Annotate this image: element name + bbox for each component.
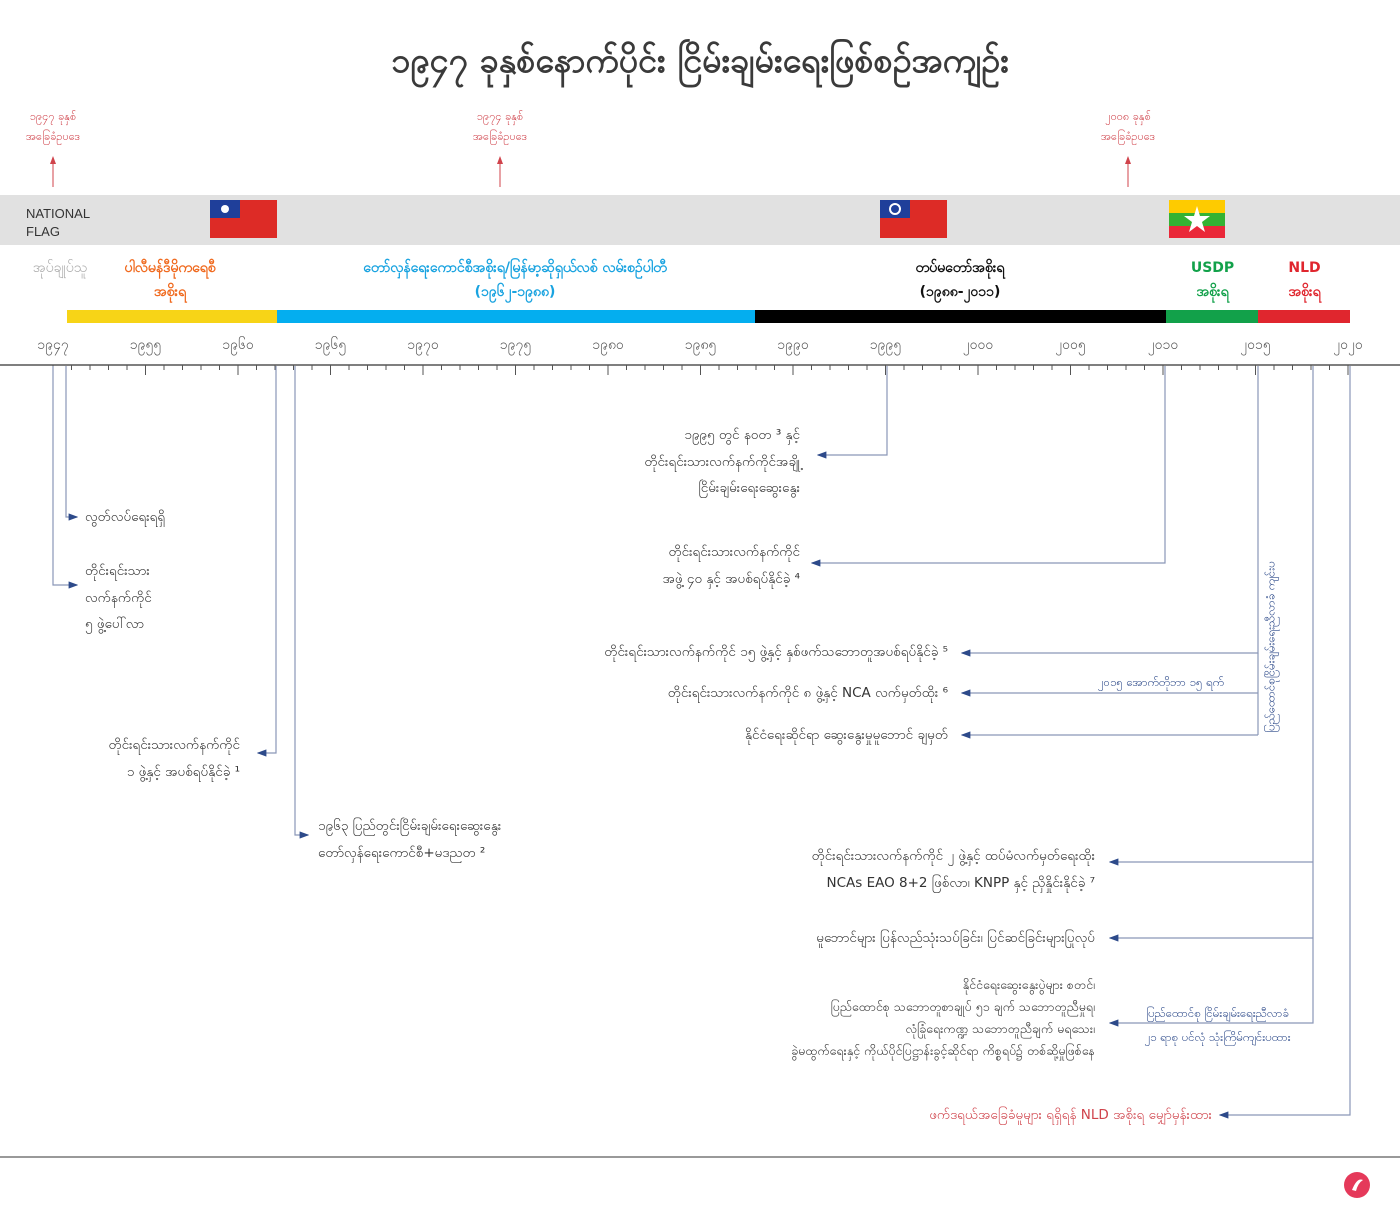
- event-line: ပြည်ထောင်စု သဘောတူစာချုပ် ၅၁ ချက် သဘောတူ…: [830, 999, 1095, 1014]
- event-framework: နိုင်ငံရေးဆိုင်ရာ ဆွေးနွေးမှုမူဘောင် ချမ…: [745, 722, 948, 749]
- year-label: ၁၉၆၅: [314, 337, 347, 353]
- constitution-year: ၁၉၄၇ ခုနှစ်: [29, 110, 77, 123]
- constitution-year: ၁၉၇၄ ခုနှစ်: [476, 110, 524, 123]
- event-line: လုံခြုံရေးကဏ္ဍ သဘောတူညီချက် မရသေး၊: [905, 1021, 1095, 1036]
- constitution-1947: ၁၉၄၇ ခုနှစ် အခြေခံဥပဒေ: [0, 107, 113, 147]
- period-bar-military: [755, 310, 1166, 323]
- event-line: မူဘောင်များ ပြန်လည်သုံးသပ်ခြင်း၊ ပြင်ဆင်…: [816, 930, 1095, 946]
- era-line: အစိုးရ: [1196, 284, 1229, 300]
- flag-label-line: NATIONAL: [26, 206, 91, 221]
- era-usdp: USDP အစိုးရ: [1170, 256, 1255, 304]
- year-label: ၂၀၀၅: [1055, 337, 1086, 353]
- event-nca-8: တိုင်းရင်းသားလက်နက်ကိုင် ၈ ဖွဲ့နှင့် NCA…: [668, 680, 948, 707]
- event-line: တိုင်းရင်းသားလက်နက်ကိုင်: [108, 737, 240, 753]
- period-bar-revolutionary: [277, 310, 755, 323]
- era-nld: NLD အစိုးရ: [1262, 256, 1347, 304]
- event-line: ၁၉၆၃ ပြည်တွင်းငြိမ်းချမ်းရေးဆွေးနွေး: [318, 818, 502, 834]
- event-political-dialogues: နိုင်ငံရေးဆွေးနွေးပွဲများ စတင်၊ပြည်ထောင်…: [791, 974, 1095, 1062]
- note-21st-century-panglong: ပြည်ထောင်စု ငြိမ်းချမ်းရေးညီလာခံ၂၁ ရာစု …: [1135, 1001, 1300, 1049]
- event-line: တိုင်းရင်းသားလက်နက်ကိုင်အချို့: [644, 453, 800, 470]
- event-40-ceasefires: တိုင်းရင်းသားလက်နက်ကိုင်အဖွဲ့ ၄၀ နှင့် အ…: [662, 539, 800, 592]
- event-line: လက်နက်ကိုင်: [85, 589, 152, 606]
- year-label: ၁၉၅၅: [129, 337, 162, 353]
- event-line: နိုင်ငံရေးဆိုင်ရာ ဆွေးနွေးမှုမူဘောင် ချမ…: [744, 727, 948, 743]
- era-line: (၁၉၈၈-၂၀၁၁): [919, 284, 1001, 300]
- era-line: အစိုးရ: [1288, 284, 1321, 300]
- publisher-logo-icon: [1344, 1172, 1370, 1198]
- page-title: ၁၉၄၇ ခုနှစ်နောက်ပိုင်း ငြိမ်းချမ်းရေးဖြစ…: [391, 41, 1009, 81]
- period-bar-parliamentary: [67, 310, 277, 323]
- note-line: ပြည်ထောင်စု ငြိမ်းချမ်းရေးညီလာခံ: [1146, 1006, 1289, 1020]
- year-label: ၁၉၈၅: [684, 337, 717, 353]
- event-line: နိုင်ငံရေးဆွေးနွေးပွဲများ စတင်၊: [962, 977, 1095, 992]
- year-label: ၂၀၁၅: [1240, 337, 1271, 353]
- note-line: ၂၁ ရာစု ပင်လုံ သုံးကြိမ်ကျင်းပထား: [1144, 1030, 1291, 1044]
- year-label: ၁၉၄၇: [37, 337, 69, 353]
- era-line: USDP: [1190, 260, 1235, 276]
- year-label: ၁၉၈၀: [592, 337, 624, 353]
- note-conference-vertical: ပြည်ထောင်စုငြိမ်းချမ်းရေးညီလာခံ ကျင်းပ: [1263, 561, 1278, 733]
- year-label: ၁၉၉၀: [777, 337, 809, 353]
- flag-1948-icon: [210, 200, 277, 238]
- constitution-label: အခြေခံဥပဒေ: [25, 130, 81, 143]
- event-nca-8-plus-2: တိုင်းရင်းသားလက်နက်ကိုင် ၂ ဖွဲ့နှင့် ထပ်…: [812, 843, 1095, 896]
- event-line: တော်လှန်ရေးကောင်စီ+မဒညတ ²: [318, 844, 486, 861]
- constitution-arrows: [50, 156, 1131, 187]
- note-date-2015: ၂၀၁၅ အောက်တိုဘာ ၁၅ ရက်: [1097, 675, 1224, 689]
- period-bar-nld: [1258, 310, 1350, 323]
- constitution-year: ၂၀၀၈ ခုနှစ်: [1105, 110, 1151, 123]
- era-line: ပါလီမန်ဒီမိုကရေစီ: [124, 260, 216, 276]
- constitution-label: အခြေခံဥပဒေ: [1100, 130, 1156, 143]
- event-line: ငြိမ်းချမ်းရေးဆွေးနွေး: [698, 480, 800, 496]
- event-framework-review: မူဘောင်များ ပြန်လည်သုံးသပ်ခြင်း၊ ပြင်ဆင်…: [816, 925, 1095, 952]
- era-line: NLD: [1288, 260, 1321, 276]
- event-line: တိုင်းရင်းသားလက်နက်ကိုင်: [668, 544, 800, 560]
- event-line: တိုင်းရင်းသားလက်နက်ကိုင် ၂ ဖွဲ့နှင့် ထပ်…: [811, 848, 1095, 864]
- event-line: NCAs EAO 8+2 ဖြစ်လာ၊ KNPP နှင့် ညှိနှိုင…: [826, 874, 1096, 891]
- event-line: ဖက်ဒရယ်အခြေခံမူများ ရရှိရန် NLD အစိုးရ မ…: [929, 1107, 1212, 1123]
- event-line: တိုင်းရင်းသား: [85, 563, 150, 579]
- era-revolutionary-council: တော်လှန်ရေးကောင်စီအစိုးရ/မြန်မာ့ဆိုရှယ်လ…: [290, 256, 740, 304]
- event-line: ၅ ဖွဲ့ပေါ်လာ: [85, 616, 144, 632]
- event-armed-groups-emerge: တိုင်းရင်းသားလက်နက်ကိုင်၅ ဖွဲ့ပေါ်လာ: [85, 558, 152, 638]
- event-nld-federal-goal: ဖက်ဒရယ်အခြေခံမူများ ရရှိရန် NLD အစိုးရ မ…: [929, 1102, 1212, 1129]
- event-15-bilateral: တိုင်းရင်းသားလက်နက်ကိုင် ၁၅ ဖွဲ့နှင့် နှ…: [604, 639, 948, 666]
- year-label: ၁၉၉၅: [869, 337, 902, 353]
- year-label: ၂၀၂၀: [1333, 337, 1363, 353]
- event-line: ၁၉၉၅ တွင် နဝတ ³ နှင့်: [684, 427, 800, 443]
- event-1963-talks: ၁၉၆၃ ပြည်တွင်းငြိမ်းချမ်းရေးဆွေးနွေးတော်…: [318, 813, 501, 866]
- year-label: ၁၉၇၅: [499, 337, 532, 353]
- constitution-label: အခြေခံဥပဒေ: [472, 130, 528, 143]
- event-line: တိုင်းရင်းသားလက်နက်ကိုင် ၁၅ ဖွဲ့နှင့် နှ…: [604, 644, 948, 660]
- constitution-2008: ၂၀၀၈ ခုနှစ် အခြေခံဥပဒေ: [1068, 107, 1188, 147]
- flag-2010-icon: [1169, 200, 1225, 238]
- event-independence: လွတ်လပ်ရေးရရှိ: [85, 504, 165, 531]
- year-label: ၁၉၇၀: [407, 337, 439, 353]
- flag-label-line: FLAG: [26, 224, 60, 239]
- constitution-1974: ၁၉၇၄ ခုနှစ် အခြေခံဥပဒေ: [440, 107, 560, 147]
- event-line: ခွဲမထွက်ရေးနှင့် ကိုယ်ပိုင်ပြဋ္ဌာန်းခွင့…: [791, 1043, 1095, 1058]
- event-line: ၁ ဖွဲ့နှင့် အပစ်ရပ်နိုင်ခဲ့ ¹: [126, 763, 240, 780]
- year-label: ၂၀၀၀: [962, 337, 994, 353]
- national-flag-label: NATIONAL FLAG: [26, 205, 90, 241]
- era-ruler-label: အုပ်ချုပ်သူ: [10, 256, 110, 280]
- period-bar-usdp: [1166, 310, 1258, 323]
- event-line: လွတ်လပ်ရေးရရှိ: [85, 509, 166, 525]
- event-line: တိုင်းရင်းသားလက်နက်ကိုင် ၈ ဖွဲ့နှင့် NCA…: [667, 685, 948, 701]
- era-parliamentary: ပါလီမန်ဒီမိုကရေစီအစိုးရ: [90, 256, 250, 304]
- year-label: ၁၉၆၀: [222, 337, 254, 353]
- event-line: အဖွဲ့ ၄၀ နှင့် အပစ်ရပ်နိုင်ခဲ့ ⁴: [662, 570, 800, 587]
- event-1995-talks: ၁၉၉၅ တွင် နဝတ ³ နှင့်တိုင်းရင်းသားလက်နက်…: [644, 422, 800, 502]
- era-line: အုပ်ချုပ်သူ: [32, 260, 88, 276]
- event-first-ceasefire: တိုင်းရင်းသားလက်နက်ကိုင်၁ ဖွဲ့နှင့် အပစ်…: [108, 732, 240, 785]
- era-line: အစိုးရ: [153, 284, 187, 300]
- era-line: တပ်မတော်အစိုးရ: [915, 260, 1005, 276]
- flag-1974-icon: [880, 200, 947, 238]
- era-line: (၁၉၆၂-၁၉၈၈): [474, 284, 556, 300]
- year-label: ၂၀၁၀: [1147, 337, 1179, 353]
- era-military: တပ်မတော်အစိုးရ (၁၉၈၈-၂၀၁၁): [860, 256, 1060, 304]
- era-line: တော်လှန်ရေးကောင်စီအစိုးရ/မြန်မာ့ဆိုရှယ်လ…: [363, 260, 667, 276]
